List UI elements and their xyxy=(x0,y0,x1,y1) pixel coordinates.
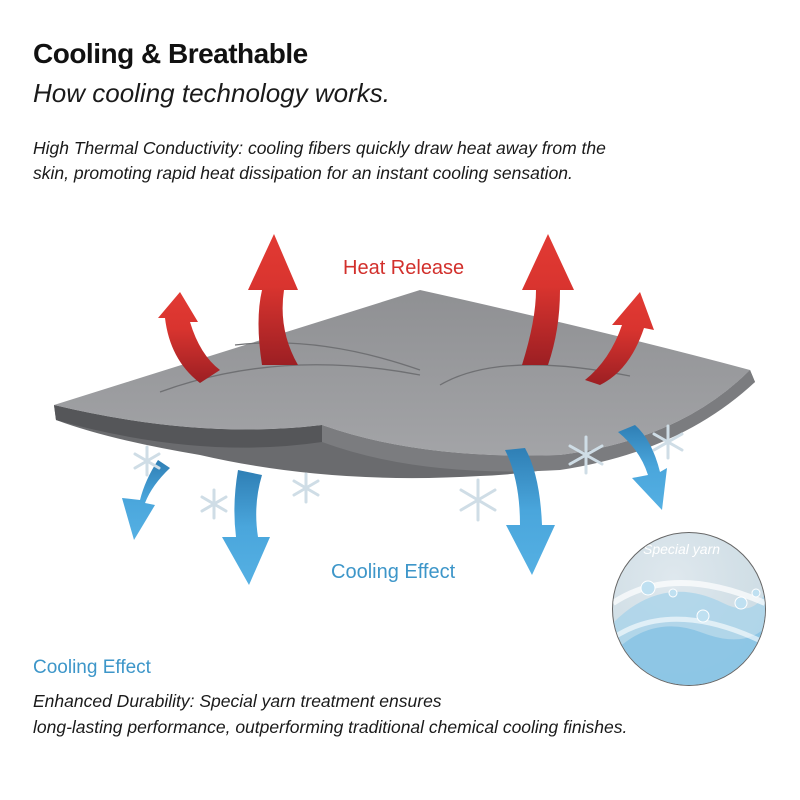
snowflake-icon xyxy=(200,488,228,520)
yarn-waves-illustration xyxy=(613,580,765,685)
cooling-diagram xyxy=(54,234,755,585)
cool-arrow-1 xyxy=(122,460,170,540)
heat-arrow-4 xyxy=(585,292,654,385)
page-title: Cooling & Breathable xyxy=(33,38,308,69)
heat-release-label: Heat Release xyxy=(343,257,465,279)
heat-arrow-3 xyxy=(522,234,574,365)
durability-line-2: long-lasting performance, outperforming … xyxy=(33,717,628,737)
snowflake-icon xyxy=(568,435,604,475)
cooling-effect-heading: Cooling Effect xyxy=(33,657,151,678)
intro-paragraph: High Thermal Conductivity: cooling fiber… xyxy=(33,138,606,183)
durability-line-1: Enhanced Durability: Special yarn treatm… xyxy=(33,691,442,711)
heat-arrow-1 xyxy=(158,292,220,383)
cooling-effect-label: Cooling Effect xyxy=(331,561,456,583)
cool-arrow-4 xyxy=(618,425,667,510)
special-yarn-inset: Special yarn xyxy=(612,532,766,686)
cool-arrow-3 xyxy=(505,448,555,575)
durability-paragraph: Enhanced Durability: Special yarn treatm… xyxy=(33,688,793,740)
cool-arrow-2 xyxy=(222,470,270,585)
snowflake-icon xyxy=(292,472,320,504)
special-yarn-label: Special yarn xyxy=(643,541,721,557)
heat-arrow-2 xyxy=(248,234,298,365)
snowflake-icon xyxy=(652,424,684,460)
page-subtitle: How cooling technology works. xyxy=(33,78,390,108)
snowflake-icon xyxy=(133,445,161,477)
snowflake-icon xyxy=(459,478,497,522)
